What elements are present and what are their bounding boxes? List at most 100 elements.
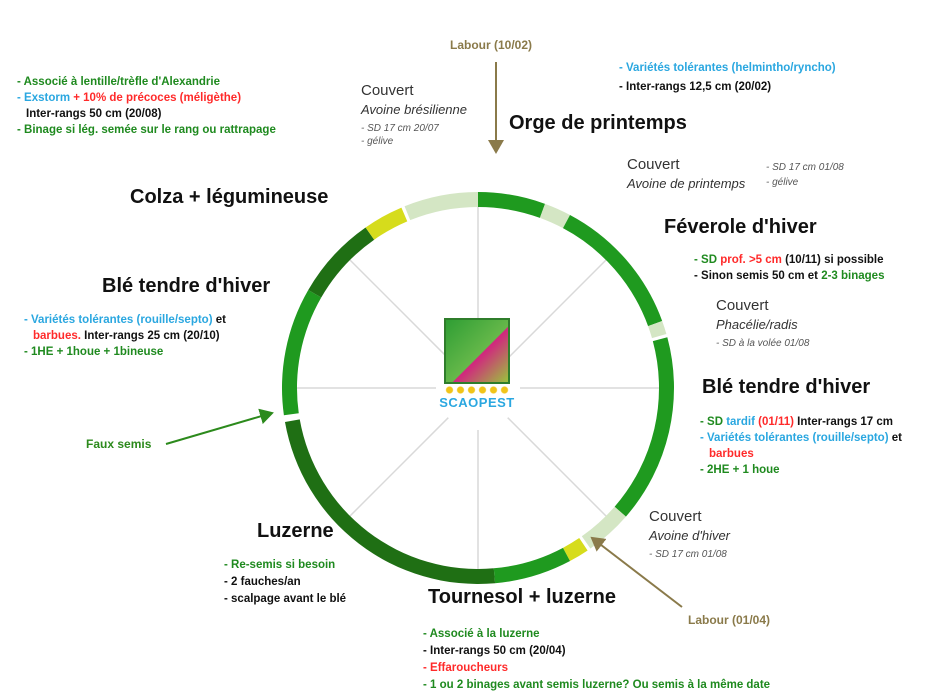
note-line: - SD tardif (01/11) Inter-rangs 17 cm	[700, 414, 902, 430]
ring-segment-colza-start	[365, 207, 408, 240]
faux-semis-label: Faux semis	[86, 437, 152, 451]
note-fragment: Inter-rangs 25 cm (20/10)	[80, 330, 220, 342]
cover-detail: - SD à la volée 01/08	[716, 338, 810, 349]
logo-image	[444, 318, 510, 384]
logo-sunflowers	[444, 385, 510, 395]
note-line: - 1 ou 2 binages avant semis luzerne? Ou…	[423, 679, 771, 691]
note-fragment: - Variétés tolérantes (rouille/septo)	[24, 314, 213, 326]
note-fragment: (01/11)	[754, 416, 794, 428]
note-fragment: - SD	[700, 416, 727, 428]
wheel-spokes	[292, 202, 664, 574]
cover-title: Couvert	[627, 156, 680, 173]
cover-avoine-printemps: Couvert Avoine de printemps	[627, 156, 745, 191]
note-line: - Variétés tolérantes (rouille/septo) et	[24, 312, 226, 328]
note-fragment: - Sinon semis 50 cm et	[694, 270, 822, 282]
cover-species: Phacélie/radis	[716, 317, 798, 332]
ring-segment-ble-1	[282, 290, 322, 416]
notes-colza: - Associé à lentille/trèfle d'Alexandrie…	[17, 74, 276, 138]
cover-title: Couvert	[649, 508, 702, 525]
note-fragment: (10/11) si possible	[781, 254, 884, 266]
note-fragment: et	[212, 314, 226, 326]
cover-detail: - SD 17 cm 01/08	[766, 162, 844, 173]
labour-top-label: Labour (10/02)	[450, 38, 533, 52]
ring-segment-tournesol	[493, 547, 571, 584]
faux-semis-arrow	[165, 408, 274, 445]
crop-orge: Orge de printemps	[509, 112, 687, 134]
scaopest-logo: SCAOPEST	[439, 318, 515, 414]
note-line: - Re-semis si besoin	[224, 559, 336, 571]
ring-segment-colza	[308, 227, 375, 298]
wheel-spoke	[507, 417, 611, 521]
crop-tournesol: Tournesol + luzerne	[428, 586, 616, 608]
ring-segment-cover-2	[539, 203, 571, 229]
note-line: - SD prof. >5 cm (10/11) si possible	[694, 252, 884, 268]
cover-avoine-hiver: Couvert Avoine d'hiver - SD 17 cm 01/08	[649, 508, 730, 560]
cover-avoine-printemps-details: - SD 17 cm 01/08 - gélive	[766, 162, 844, 188]
cover-species: Avoine brésilienne	[361, 102, 467, 117]
note-fragment: - SD	[694, 254, 721, 266]
crop-ble-2: Blé tendre d'hiver	[702, 376, 871, 398]
note-line: barbues	[709, 448, 754, 460]
ring-segment-cover-3	[648, 320, 667, 339]
ring-segment-feverole	[562, 214, 663, 327]
note-line: - Inter-rangs 12,5 cm (20/02)	[619, 81, 772, 93]
labour-bottom-label: Labour (01/04)	[688, 613, 771, 627]
note-line: - Sinon semis 50 cm et 2-3 binages	[694, 268, 884, 284]
ring-segment-luzerne	[284, 419, 496, 584]
note-line: - Variétés tolérantes (rouille/septo) et	[700, 430, 902, 446]
note-line: Inter-rangs 50 cm (20/08)	[26, 108, 162, 120]
crop-luzerne: Luzerne	[257, 520, 334, 542]
note-fragment: - Exstorm	[17, 92, 71, 104]
cover-species: Avoine de printemps	[627, 176, 746, 191]
labour-bottom-arrow	[590, 536, 683, 608]
note-line: - 2HE + 1 houe	[700, 464, 780, 476]
ring-segment-tournesol-start	[562, 538, 588, 562]
wheel-ring	[282, 192, 674, 584]
cover-species: Avoine d'hiver	[649, 528, 731, 543]
wheel-spoke	[345, 417, 449, 521]
cover-detail: - gélive	[766, 177, 799, 188]
note-line: - scalpage avant le blé	[224, 593, 347, 605]
crop-ble-1: Blé tendre d'hiver	[102, 275, 271, 297]
notes-feverole: - SD prof. >5 cm (10/11) si possible - S…	[694, 252, 884, 284]
ring-segment-cover-1	[404, 192, 478, 221]
logo-text: SCAOPEST	[439, 395, 515, 410]
note-line: - 1HE + 1houe + 1bineuse	[24, 346, 164, 358]
note-fragment: prof. >5 cm	[720, 254, 782, 266]
note-fragment: et	[888, 432, 902, 444]
note-line: - Inter-rangs 50 cm (20/04)	[423, 645, 566, 657]
cover-detail: - gélive	[361, 136, 394, 147]
note-line: - 2 fauches/an	[224, 576, 301, 588]
cover-title: Couvert	[361, 82, 414, 99]
crop-feverole: Féverole d'hiver	[664, 216, 817, 238]
cover-title: Couvert	[716, 297, 769, 314]
cover-avoine-bresilienne: Couvert Avoine brésilienne - SD 17 cm 20…	[361, 82, 467, 147]
note-fragment: barbues.	[33, 330, 81, 342]
notes-ble-1: - Variétés tolérantes (rouille/septo) et…	[24, 312, 226, 360]
cover-detail: - SD 17 cm 20/07	[361, 123, 439, 134]
wheel-spoke	[507, 255, 611, 359]
ring-segment-ble-2	[614, 337, 674, 517]
cover-detail: - SD 17 cm 01/08	[649, 549, 727, 560]
note-line: - Variétés tolérantes (helmintho/ryncho)	[619, 62, 836, 74]
note-line: - Exstorm + 10% de précoces (méligèthe)	[17, 90, 276, 106]
note-fragment: Inter-rangs 17 cm	[793, 416, 894, 428]
notes-ble-2: - SD tardif (01/11) Inter-rangs 17 cm - …	[700, 414, 902, 478]
note-line: - Associé à lentille/trèfle d'Alexandrie	[17, 76, 220, 88]
notes-orge: - Variétés tolérantes (helmintho/ryncho)…	[619, 60, 836, 95]
wheel-spoke	[345, 255, 449, 359]
note-fragment: 2-3 binages	[821, 270, 885, 282]
notes-luzerne: - Re-semis si besoin - 2 fauches/an - sc…	[224, 557, 346, 608]
note-fragment: - Variétés tolérantes (rouille/septo)	[700, 432, 889, 444]
note-line: - Binage si lég. semée sur le rang ou ra…	[17, 124, 276, 136]
cover-phacelie: Couvert Phacélie/radis - SD à la volée 0…	[716, 297, 809, 349]
crop-colza: Colza + légumineuse	[130, 186, 329, 208]
notes-tournesol: - Associé à la luzerne - Inter-rangs 50 …	[423, 626, 770, 694]
note-line: - Effaroucheurs	[423, 662, 508, 674]
note-line: - Associé à la luzerne	[423, 628, 540, 640]
note-fragment: tardif	[726, 416, 755, 428]
note-line: barbues. Inter-rangs 25 cm (20/10)	[24, 328, 226, 344]
ring-segment-orge	[478, 192, 546, 218]
note-fragment: + 10% de précoces (méligèthe)	[70, 92, 242, 104]
